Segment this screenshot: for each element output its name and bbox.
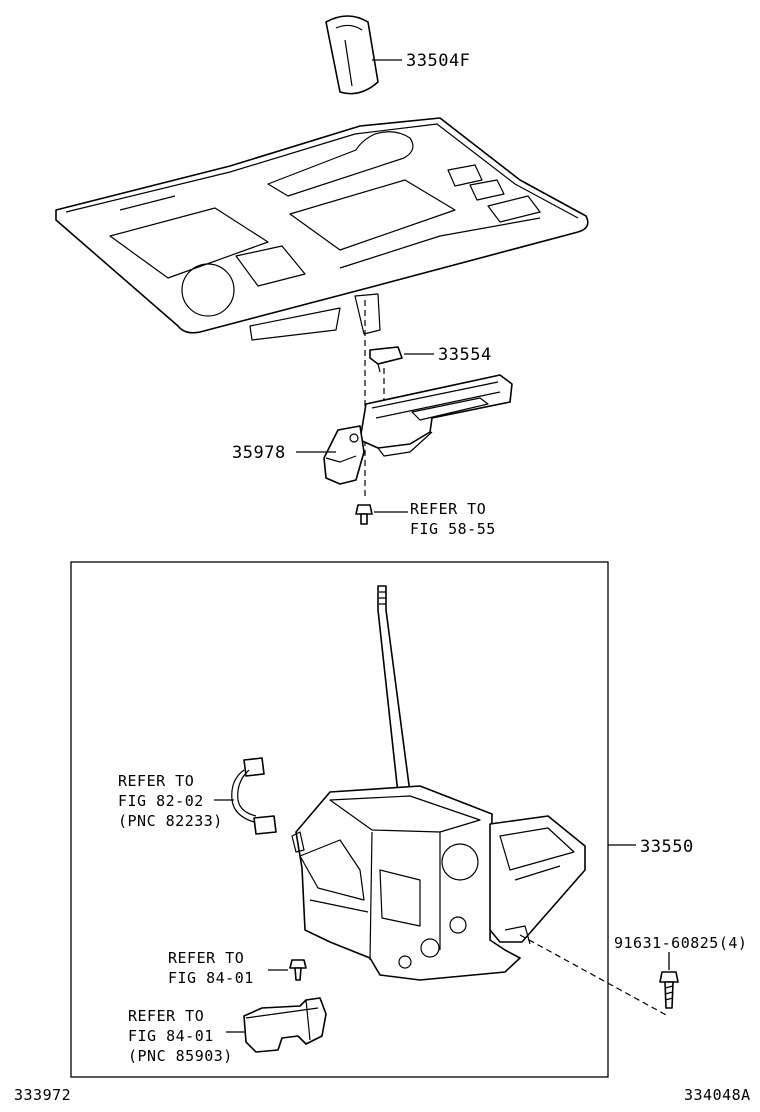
- bolt-part-number[interactable]: 91631-60825(4): [614, 934, 747, 952]
- small-bolt-icon[interactable]: [289, 959, 307, 981]
- clip-part-number[interactable]: 33554: [438, 345, 492, 365]
- cover-icon[interactable]: [243, 997, 327, 1053]
- bolt-refer-line-1[interactable]: REFER TO: [168, 949, 244, 967]
- knob-part-number[interactable]: 33504F: [406, 51, 470, 71]
- console-panel-icon[interactable]: [55, 117, 589, 341]
- wire-harness-icon[interactable]: [231, 757, 277, 835]
- screw-refer-line-2[interactable]: FIG 58-55: [410, 520, 496, 538]
- bolt-guide-line: [519, 934, 669, 1017]
- screw-icon[interactable]: [355, 504, 373, 525]
- harness-refer-line-3[interactable]: (PNC 82233): [118, 812, 223, 830]
- harness-refer-line-2[interactable]: FIG 82-02: [118, 792, 204, 810]
- shift-knob-icon[interactable]: [325, 15, 379, 95]
- screw-refer-line-1[interactable]: REFER TO: [410, 500, 486, 518]
- figure-left-code: 333972: [14, 1086, 71, 1104]
- cover-refer-line-3[interactable]: (PNC 85903): [128, 1047, 233, 1065]
- cover-refer-line-2[interactable]: FIG 84-01: [128, 1027, 214, 1045]
- bolt-refer-line-2[interactable]: FIG 84-01: [168, 969, 254, 987]
- assembly-part-number[interactable]: 33550: [640, 837, 694, 857]
- indicator-part-number[interactable]: 35978: [232, 443, 286, 463]
- bolt-icon[interactable]: [659, 971, 679, 1009]
- position-indicator-icon[interactable]: [323, 374, 513, 485]
- figure-right-code: 334048A: [684, 1086, 751, 1104]
- harness-refer-line-1[interactable]: REFER TO: [118, 772, 194, 790]
- cover-refer-line-1[interactable]: REFER TO: [128, 1007, 204, 1025]
- assembly-frame: [70, 561, 609, 1078]
- shift-lever-assembly-icon[interactable]: [291, 585, 586, 981]
- clip-icon[interactable]: [369, 346, 403, 373]
